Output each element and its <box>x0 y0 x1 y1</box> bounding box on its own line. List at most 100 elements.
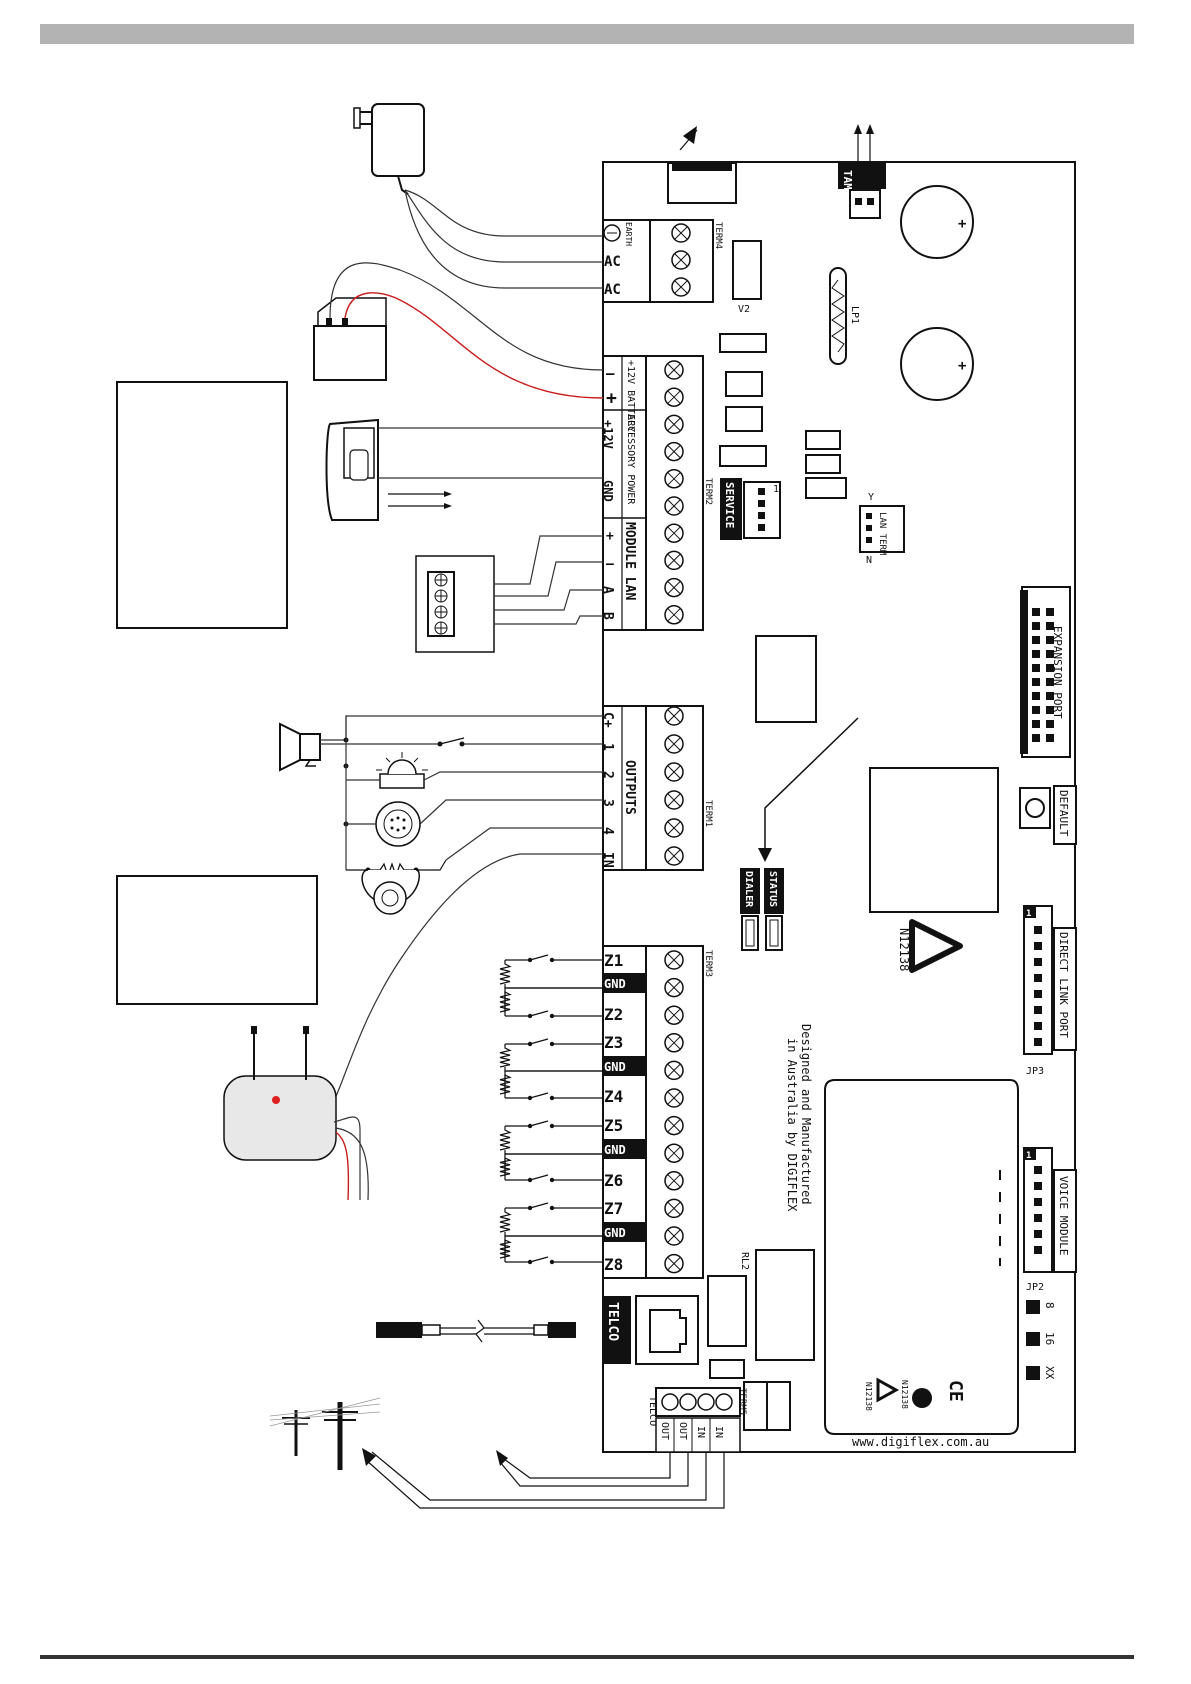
svg-text:AC: AC <box>604 254 621 270</box>
term5-block: TERM5 TELCO OUT OUT IN IN <box>647 1381 791 1453</box>
contact-point <box>549 1177 555 1183</box>
terminal-screw <box>664 1005 684 1025</box>
svg-text:Z6: Z6 <box>604 1171 623 1190</box>
telco-line-wires <box>362 1448 725 1509</box>
zone-contact <box>529 1092 549 1099</box>
wireless-receiver <box>223 1026 337 1161</box>
zone-contact <box>529 1202 549 1209</box>
terminal-screw <box>664 706 684 726</box>
svg-text:VOICE MODULE: VOICE MODULE <box>1057 1176 1070 1255</box>
svg-text:4: 4 <box>600 827 615 835</box>
approval-logo: N12138 <box>897 919 963 973</box>
svg-text:Z5: Z5 <box>604 1116 623 1135</box>
tamper-header: TAMPER <box>838 124 886 219</box>
svg-text:TERM2: TERM2 <box>703 478 713 505</box>
svg-text:Z4: Z4 <box>604 1087 623 1106</box>
v2-component: V2 <box>732 240 762 315</box>
svg-text:N: N <box>866 555 872 566</box>
term1-block: OUTPUTS C+ 1 2 3 4 IN TERM1 <box>600 705 713 871</box>
voice-module-header: 1 VOICE MODULE JP2 <box>1023 1147 1077 1293</box>
svg-text:+: + <box>958 358 966 374</box>
terminal-screw <box>664 387 684 407</box>
terminal-screw <box>664 360 684 380</box>
svg-text:8: 8 <box>1043 1302 1056 1309</box>
svg-text:GND: GND <box>604 1060 626 1074</box>
svg-text:N12138: N12138 <box>897 928 911 971</box>
bell-eol-resistor <box>346 859 447 915</box>
svg-text:Z8: Z8 <box>604 1255 623 1274</box>
telephone-cord <box>376 1319 576 1343</box>
compliance-marks: CE N12138 N12138 <box>864 1377 966 1411</box>
svg-text:TELCO: TELCO <box>605 1302 620 1341</box>
zone-gnd-wire <box>504 987 603 1012</box>
terminal-screw <box>664 1060 684 1081</box>
module-outline <box>755 635 817 723</box>
cpu-chip <box>869 767 999 913</box>
contact-point <box>527 1041 533 1047</box>
svg-text:IN: IN <box>600 852 615 868</box>
direct-link-port: 1 DIRECT LINK PORT JP3 <box>1023 905 1077 1077</box>
zone-contact <box>529 1174 549 1181</box>
svg-text:STATUS: STATUS <box>767 871 778 907</box>
svg-text:TELCO: TELCO <box>647 1396 658 1426</box>
zone-resistor <box>499 1126 512 1151</box>
terminal-screw <box>664 550 684 571</box>
svg-text:JP2: JP2 <box>1026 1282 1044 1293</box>
terminal-screw <box>664 846 684 866</box>
svg-text:OUT: OUT <box>659 1422 670 1440</box>
svg-text:TERM3: TERM3 <box>703 950 713 977</box>
svg-text:XX: XX <box>1043 1366 1056 1380</box>
zone-gnd-wire <box>504 1070 603 1094</box>
designed-line2: in Australia by DIGIFLEX <box>785 1038 799 1212</box>
svg-text:IN: IN <box>695 1426 706 1438</box>
terminal-screw <box>664 1198 684 1219</box>
svg-text:TERM5: TERM5 <box>737 1388 747 1415</box>
terminal-screw <box>664 496 684 516</box>
jumper-16: 16 <box>1026 1332 1056 1346</box>
zone-resistor <box>499 1044 512 1068</box>
svg-text:OUTPUTS: OUTPUTS <box>622 760 637 815</box>
svg-text:16: 16 <box>1043 1332 1056 1345</box>
svg-text:JP3: JP3 <box>1026 1066 1044 1077</box>
contact-point <box>527 1013 533 1019</box>
terminal-screw <box>664 950 684 970</box>
contact-point <box>527 1177 533 1183</box>
capacitor-top: + <box>900 185 974 259</box>
terminal-screw <box>664 441 684 462</box>
svg-text:AC: AC <box>604 282 621 298</box>
svg-text:N12138: N12138 <box>864 1382 873 1411</box>
zone-gnd-wire <box>504 1153 603 1176</box>
svg-text:GND: GND <box>604 977 626 991</box>
telephone-poles <box>269 1397 381 1470</box>
lan-module <box>415 555 495 653</box>
terminal-screw <box>664 523 684 543</box>
status-arrow <box>758 717 859 862</box>
contact-point <box>549 1205 555 1211</box>
zone-resistor <box>499 1208 512 1233</box>
svg-text:1: 1 <box>600 743 615 751</box>
contact-point <box>549 957 555 963</box>
svg-text:TERM4: TERM4 <box>713 222 723 249</box>
contact-point <box>527 1205 533 1211</box>
term3-block: Z1 GND Z2 Z3 GND Z4 Z5 GND Z6 Z7 GND Z8 … <box>602 945 713 1279</box>
capacitor-bottom: + <box>900 327 974 401</box>
svg-text:1: 1 <box>1026 1151 1031 1161</box>
svg-text:+: + <box>958 216 966 232</box>
svg-text:+: + <box>606 388 617 409</box>
zone-contact <box>529 954 549 961</box>
terminal-screw <box>664 790 684 810</box>
svg-text:LP1: LP1 <box>849 306 860 324</box>
svg-text:N12138: N12138 <box>900 1380 909 1409</box>
header-bar <box>40 24 1134 44</box>
contact-point <box>527 957 533 963</box>
lp1-fuse: LP1 <box>829 267 860 365</box>
voice-module-outline <box>824 1079 1019 1435</box>
svg-text:DIRECT LINK PORT: DIRECT LINK PORT <box>1057 932 1070 1038</box>
small-components <box>719 333 847 499</box>
designed-line1: Designed and Manufactured <box>799 1024 813 1205</box>
pir-relay-wires <box>388 491 452 509</box>
zone-wiring <box>499 954 603 1265</box>
default-button: DEFAULT <box>1019 785 1077 845</box>
smoke-detector <box>375 801 421 847</box>
note-box-1 <box>116 381 288 629</box>
